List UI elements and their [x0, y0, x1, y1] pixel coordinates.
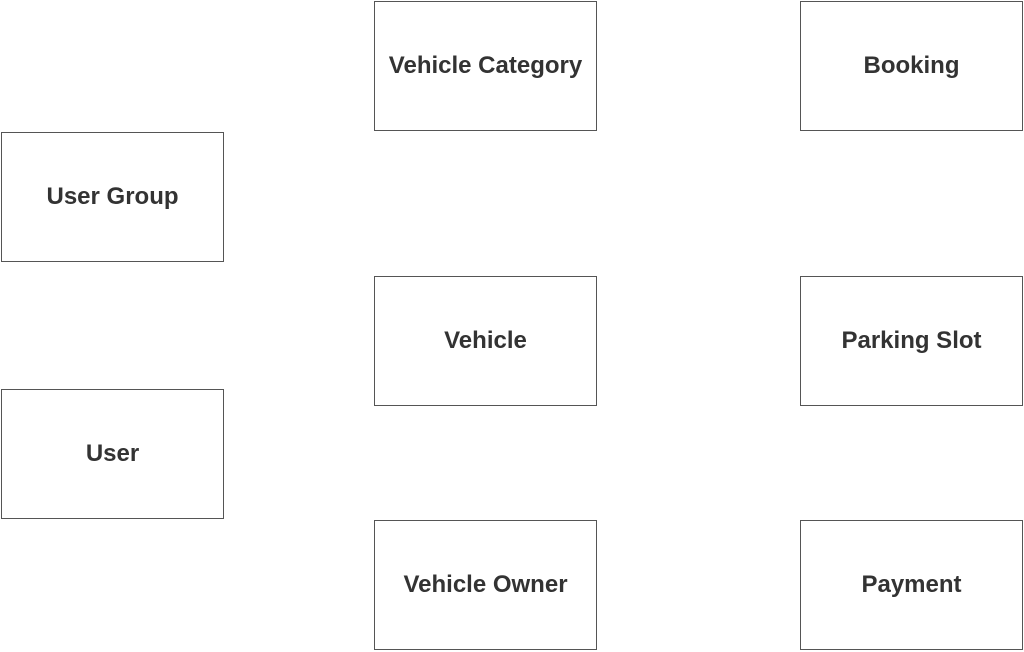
- entity-label: User Group: [46, 183, 179, 210]
- entity-label: Vehicle Category: [388, 52, 583, 79]
- entity-booking: Booking: [800, 1, 1023, 131]
- entity-vehicle-category: Vehicle Category: [374, 1, 597, 131]
- entity-vehicle-owner: Vehicle Owner: [374, 520, 597, 650]
- entity-vehicle: Vehicle: [374, 276, 597, 406]
- entity-label: Vehicle: [444, 327, 527, 354]
- entity-user: User: [1, 389, 224, 519]
- entity-parking-slot: Parking Slot: [800, 276, 1023, 406]
- entity-label: Booking: [863, 52, 960, 79]
- entity-user-group: User Group: [1, 132, 224, 262]
- entity-label: Parking Slot: [841, 327, 982, 354]
- entity-label: Vehicle Owner: [403, 571, 568, 598]
- entity-label: User: [85, 440, 140, 467]
- entity-label: Payment: [861, 571, 962, 598]
- entity-payment: Payment: [800, 520, 1023, 650]
